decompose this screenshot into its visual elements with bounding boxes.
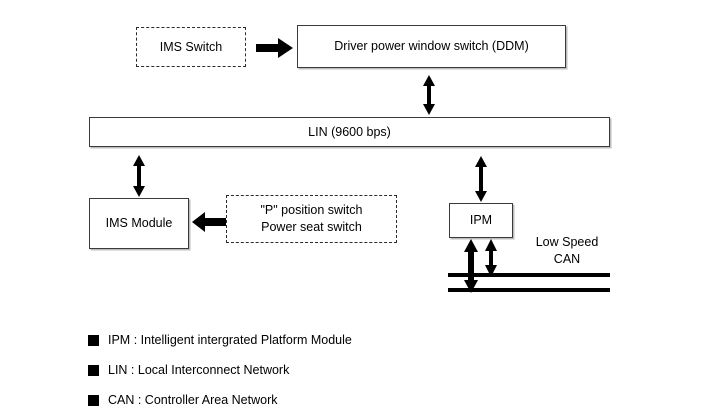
legend-bullet-square-icon bbox=[88, 394, 99, 406]
legend-item-lin: LIN : Local Interconnect Network bbox=[88, 358, 508, 382]
arrow-ims-switch-to-ddm-icon bbox=[256, 37, 294, 59]
legend-bullet-square-icon bbox=[88, 334, 99, 346]
legend-item-can: CAN : Controller Area Network bbox=[88, 388, 508, 412]
legend-item-ipm-label: IPM : Intelligent intergrated Platform M… bbox=[108, 333, 352, 347]
node-lin-bus: LIN (9600 bps) bbox=[89, 117, 610, 147]
label-low-speed-can: Low Speed CAN bbox=[524, 234, 610, 268]
arrow-lin-to-ipm-icon bbox=[473, 156, 489, 202]
node-lin-bus-label: LIN (9600 bps) bbox=[308, 124, 391, 139]
legend-item-lin-label: LIN : Local Interconnect Network bbox=[108, 363, 290, 377]
can-bus-rail-upper bbox=[448, 273, 610, 277]
node-ims-switch: IMS Switch bbox=[136, 27, 246, 67]
arrow-lin-to-ims-module-icon bbox=[131, 155, 147, 197]
node-ims-switch-label: IMS Switch bbox=[159, 39, 223, 54]
arrow-ipm-to-can-lower-icon bbox=[462, 239, 480, 293]
arrow-ipm-to-can-upper-icon bbox=[483, 239, 499, 277]
arrow-position-switch-to-ims-module-icon bbox=[192, 211, 226, 233]
label-low-speed-can-line1: Low Speed bbox=[535, 235, 599, 249]
legend: IPM : Intelligent intergrated Platform M… bbox=[88, 328, 508, 414]
node-ims-module: IMS Module bbox=[89, 198, 189, 249]
can-bus-rail-lower bbox=[448, 288, 610, 292]
node-position-switch-line1: "P" position switch bbox=[260, 203, 363, 218]
node-position-switch-line2: Power seat switch bbox=[261, 220, 362, 234]
label-low-speed-can-line2: CAN bbox=[553, 251, 581, 266]
node-position-power-seat-switch: "P" position switch Power seat switch bbox=[226, 195, 397, 243]
arrow-ddm-to-lin-icon bbox=[421, 75, 437, 115]
node-ims-module-label: IMS Module bbox=[105, 216, 173, 231]
legend-item-can-label: CAN : Controller Area Network bbox=[108, 393, 278, 407]
node-driver-power-window-switch-label: Driver power window switch (DDM) bbox=[334, 39, 529, 54]
legend-item-ipm: IPM : Intelligent intergrated Platform M… bbox=[88, 328, 508, 352]
legend-bullet-square-icon bbox=[88, 364, 99, 376]
node-ipm-label: IPM bbox=[469, 213, 493, 228]
node-driver-power-window-switch: Driver power window switch (DDM) bbox=[297, 25, 566, 68]
node-ipm: IPM bbox=[449, 203, 513, 238]
